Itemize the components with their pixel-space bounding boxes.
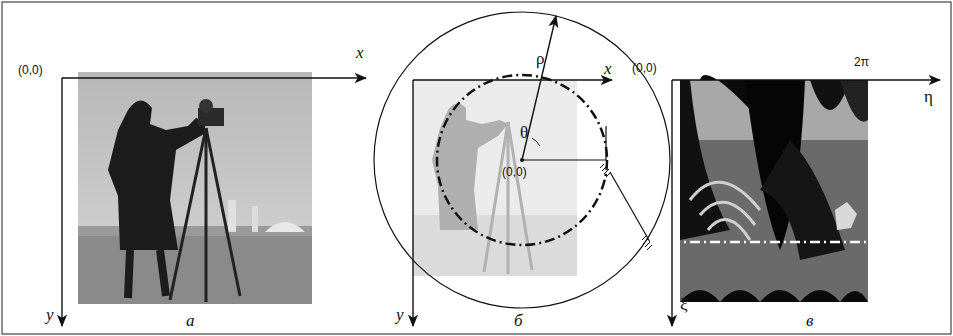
cameraman-image xyxy=(78,72,312,304)
y-axis xyxy=(61,78,62,326)
xi-axis xyxy=(671,80,672,326)
origin-label: (0,0) xyxy=(632,62,657,75)
axis-label: y xyxy=(396,306,404,325)
x-axis xyxy=(62,77,366,78)
origin-label: (0,0) xyxy=(18,64,43,77)
zero-angle-line xyxy=(522,159,606,160)
panel-letter: б xyxy=(514,312,523,331)
axis-label: ξ xyxy=(680,296,688,315)
origin-dot xyxy=(520,158,524,162)
panel-letter: а xyxy=(186,312,195,331)
eta-axis xyxy=(672,79,940,80)
outer-circle xyxy=(374,12,670,308)
faded-image xyxy=(413,80,577,276)
polar-transformed-image xyxy=(680,75,868,302)
dash-dot-circle xyxy=(437,75,607,245)
zero-angle-line xyxy=(605,126,606,160)
x-axis xyxy=(413,79,612,80)
dash-dot-line xyxy=(650,241,868,244)
axis-label: x xyxy=(604,60,612,79)
axis-label: x xyxy=(356,44,364,63)
leader-line xyxy=(610,172,650,242)
axis-label: y xyxy=(46,306,54,325)
y-axis xyxy=(412,80,413,326)
panel-letter: в xyxy=(806,312,813,331)
origin-label: (0,0) xyxy=(502,166,527,179)
angle-arc xyxy=(532,138,540,146)
axis-tick-label: 2π xyxy=(854,56,869,69)
axis-label: ρ xyxy=(536,50,544,69)
axis-label: η xyxy=(924,88,933,107)
squiggle xyxy=(600,164,611,177)
angle-label: θ xyxy=(520,124,528,143)
